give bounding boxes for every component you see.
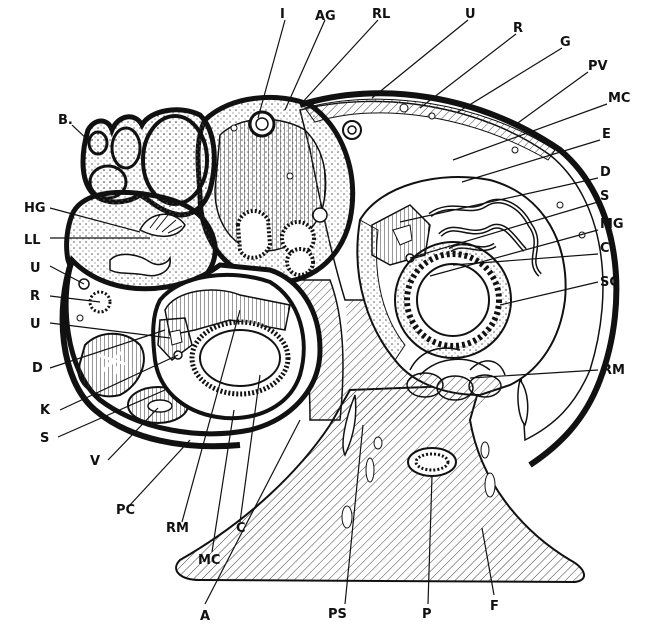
pedal-sinus-5 [481,442,489,458]
label-F: F [490,599,499,614]
vessel-top-3 [429,113,435,119]
label-I: I [280,7,285,22]
uterus-loop-4 [313,208,327,222]
label-U-left2: U [30,317,41,332]
label-R-top: R [513,21,523,36]
label-MC-right: MC [608,91,630,106]
label-RM-bottom: RM [166,521,189,536]
label-D-left: D [32,361,43,376]
ureter-left-2 [77,315,83,321]
vessel-top-1-inner [348,126,356,134]
apex-chamber-4 [143,116,207,204]
label-S-left: S [40,431,49,446]
label-V: V [90,454,100,469]
small-duct-a [231,125,237,131]
apex-chamber-2 [112,128,140,168]
apex-chamber-1 [89,132,107,154]
label-LL: LL [24,233,41,248]
label-C-right: C [600,241,610,256]
label-P: P [422,607,432,622]
pedal-ring-inner [416,454,448,470]
vessel-top-4 [512,147,518,153]
label-SG: SG [600,275,620,290]
crop-lumen-right [417,264,489,336]
small-duct-b [287,173,293,179]
label-PC: PC [116,503,135,518]
uterus-loop-3 [287,249,313,275]
ventricle-inner [148,400,172,412]
label-C-bottom: C [236,521,246,536]
pedal-sinus-1 [342,506,352,528]
label-U-left1: U [30,261,41,276]
pedal-sinus-2 [366,458,374,482]
uterus-loop-1 [238,211,270,258]
vessel-top-5 [557,202,563,208]
label-AG: AG [315,9,336,24]
vessel-top-2 [400,104,408,112]
crop-lumen-left [200,330,280,386]
label-D-right: D [600,165,611,180]
label-RM-right: RM [602,363,625,378]
label-G: G [560,35,571,50]
label-K: K [40,403,51,418]
label-A: A [200,609,210,624]
label-RL: RL [372,7,390,22]
pedal-sinus-3 [374,437,382,449]
label-S-right: S [600,189,609,204]
label-MC-bottom: MC [198,553,220,568]
intestine-top-inner [256,118,268,130]
pedal-sinus-4 [485,473,495,497]
label-R-left: R [30,289,40,304]
label-U-top: U [465,7,476,22]
label-B: B. [58,113,73,128]
label-HG: HG [24,201,46,216]
label-PS: PS [328,607,347,622]
label-PV: PV [588,59,608,74]
label-MG: MG [600,217,624,232]
radular-muscle-2 [437,376,473,400]
digestive-block-left-hole [170,330,182,345]
label-E: E [602,127,611,142]
